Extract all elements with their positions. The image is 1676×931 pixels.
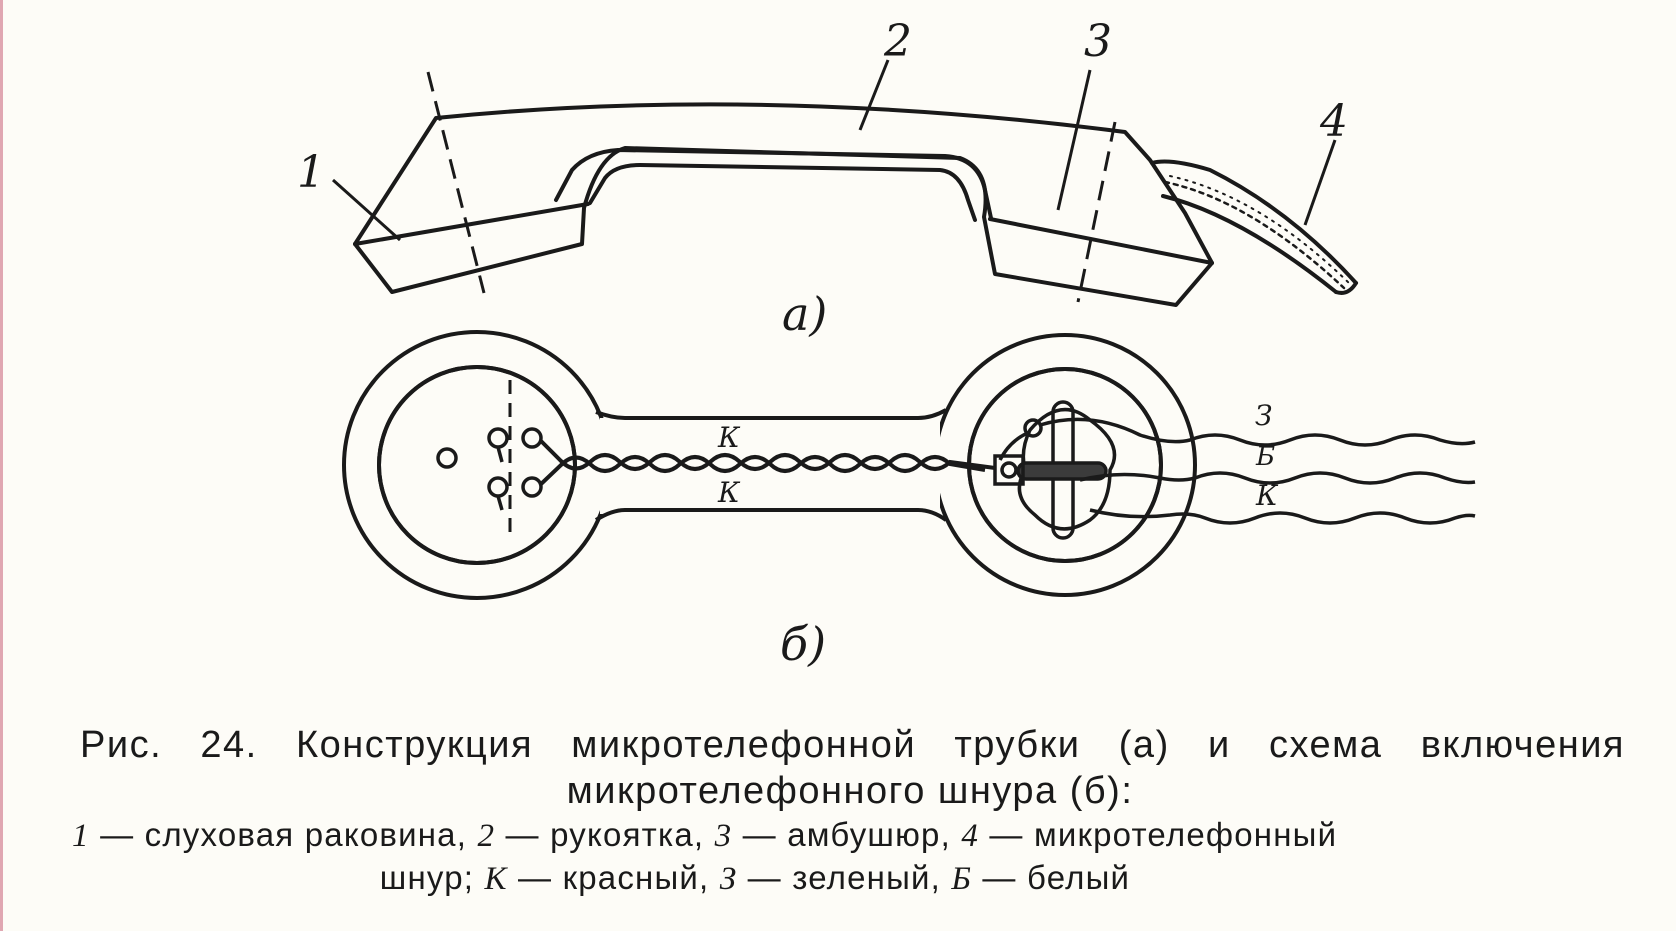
page-edge-line [0, 0, 3, 931]
label-part-1: 1 [297, 147, 325, 198]
leader-4 [1303, 139, 1337, 226]
handle-inner-edge [554, 148, 993, 220]
legend-text-8: — белый [972, 859, 1131, 896]
cord-side [1150, 159, 1358, 295]
section-lines [426, 71, 1117, 303]
terminal-5 [521, 476, 543, 498]
handle-bottom-edge [594, 508, 948, 522]
terminal-1 [436, 447, 458, 469]
terminal-3 [521, 427, 543, 449]
mouthpiece-horizontal-bar [1016, 461, 1108, 481]
wire-red [1089, 508, 1476, 525]
label-cord-green: З [1255, 399, 1272, 432]
legend-num-4: 4 [961, 818, 980, 854]
label-part-3: 3 [1084, 16, 1112, 67]
legend-letter-b: Б [951, 861, 973, 897]
mouthpiece-screw-2 [1023, 418, 1043, 438]
wire-white [1079, 471, 1476, 485]
twisted-wire-b [538, 455, 986, 487]
handle-top-edge [595, 408, 947, 420]
legend-line-2: шнур; К — красный, З — зеленый, Б — белы… [0, 857, 1640, 900]
section-line-left [426, 71, 486, 294]
leader-lines [331, 59, 1337, 242]
label-view-b: б) [780, 617, 826, 671]
cord-braid [1163, 180, 1346, 290]
handset-outline [353, 102, 1214, 307]
section-line-right [1076, 121, 1117, 303]
legend-text-3: — амбушюр, [732, 816, 962, 853]
figure-caption: Рис. 24. Конструкция микротелефонной тру… [60, 722, 1640, 900]
legend-letter-k: К [484, 861, 508, 897]
earpiece-inner-ring-front [377, 365, 577, 565]
earpiece-terminals [436, 427, 543, 511]
label-part-2: 2 [883, 16, 912, 67]
legend-num-2: 2 [477, 818, 496, 854]
legend-letter-z: З [719, 861, 738, 897]
mouthpiece-screw-1 [1000, 461, 1018, 479]
terminal-4 [487, 476, 509, 498]
caption-line-2: микротелефонного шнура (б): [566, 770, 1134, 812]
cord-outline-top [1150, 159, 1358, 285]
terminal-2 [487, 427, 509, 449]
handset-figure: 1 2 3 4 а) [297, 16, 1476, 671]
handset-side-view [353, 102, 1214, 307]
legend-text-1: — слуховая раковина, [89, 816, 478, 853]
leader-2 [858, 59, 890, 131]
legend-text-7: — зеленый, [737, 859, 952, 896]
label-part-4: 4 [1319, 96, 1348, 147]
mouthpiece-lead [998, 430, 1031, 461]
cord-wires [1039, 417, 1476, 525]
terminal-tail-4 [496, 495, 504, 511]
legend-text-2: — рукоятка, [495, 816, 715, 853]
legend-line-1: 1 — слуховая раковина, 2 — рукоятка, 3 —… [72, 814, 1640, 857]
label-cord-white: Б [1255, 442, 1275, 472]
cord-braid-2 [1169, 175, 1351, 285]
handle-outline [594, 408, 948, 522]
legend-text-4: — микротелефонный [979, 816, 1338, 853]
legend-text-6: — красный, [507, 859, 720, 896]
label-wire-k-bottom: К [717, 476, 741, 509]
label-wire-k-top: К [717, 421, 741, 454]
cord-end [1334, 281, 1358, 295]
caption-line-1: Рис. 24. Конструкция микротелефонной тру… [80, 724, 1625, 766]
terminal-tail-2 [496, 446, 504, 463]
leader-3 [1056, 69, 1092, 211]
label-cord-red: К [1255, 479, 1279, 512]
leader-1 [331, 178, 402, 242]
mouthpiece-top-edge [988, 217, 1214, 265]
wire-green [1039, 417, 1476, 447]
legend-num-1: 1 [72, 818, 90, 854]
twisted-pair [538, 438, 996, 487]
earpiece-outer-ring [342, 330, 612, 600]
mouthpiece-clamp [993, 454, 1025, 486]
cord-outline-bottom [1161, 194, 1338, 294]
legend-text-5: шнур; [379, 859, 485, 896]
mouthpiece-internals [993, 400, 1117, 540]
earpiece-top-edge [353, 202, 590, 246]
handle-inner-edge-2 [588, 163, 977, 222]
label-view-a: а) [782, 287, 827, 341]
legend-num-3: 3 [714, 818, 733, 854]
